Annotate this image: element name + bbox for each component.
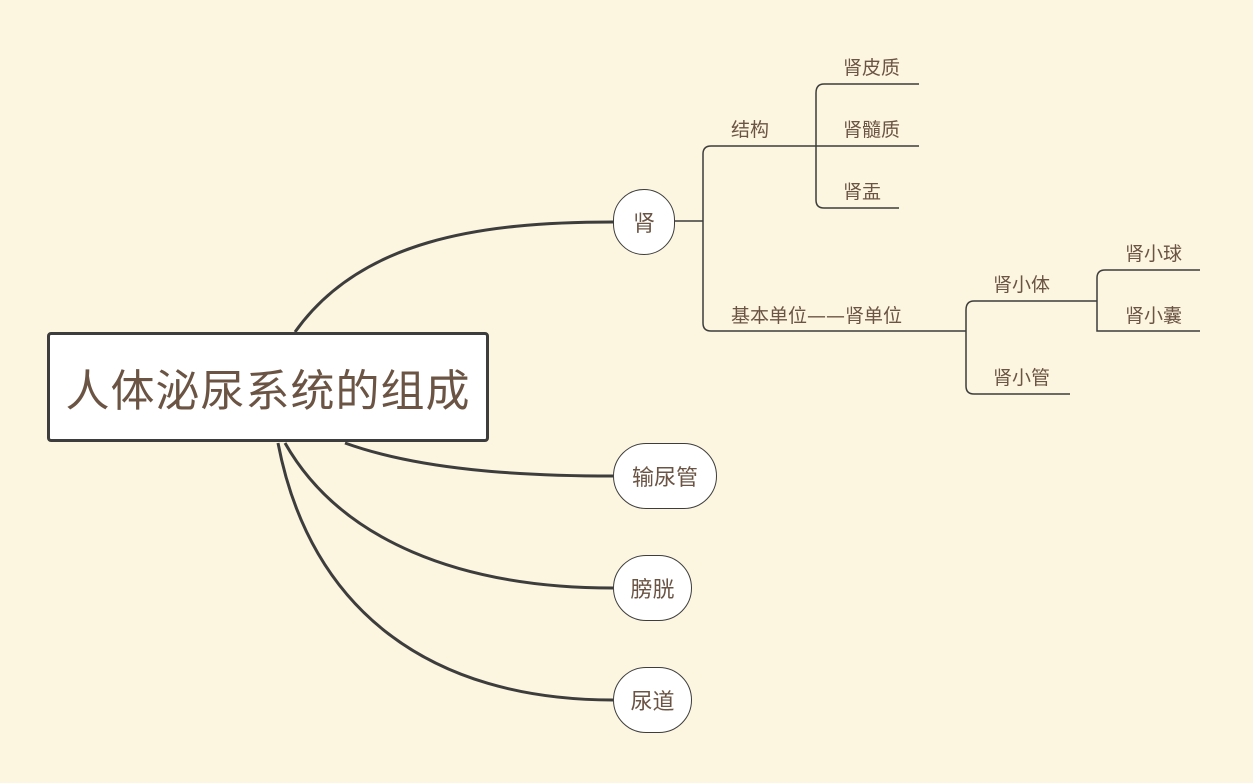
subtopic-renal-cortex[interactable]: 肾皮质 bbox=[843, 57, 901, 79]
subtopic-glomerulus[interactable]: 肾小球 bbox=[1125, 243, 1183, 265]
topic-kidney-label: 肾 bbox=[632, 212, 655, 237]
subtopic-basic-unit[interactable]: 基本单位——肾单位 bbox=[731, 305, 903, 327]
link-root-bladder bbox=[283, 442, 614, 590]
central-topic-label: 人体泌尿系统的组成 bbox=[65, 366, 471, 417]
subtopic-renal-tubule[interactable]: 肾小管 bbox=[993, 367, 1051, 389]
central-topic[interactable]: 人体泌尿系统的组成 bbox=[47, 332, 489, 442]
link-kidney-bracket bbox=[675, 145, 966, 332]
topic-ureter-label: 输尿管 bbox=[631, 466, 698, 491]
subtopic-bowmans-capsule[interactable]: 肾小囊 bbox=[1125, 305, 1183, 327]
link-corpuscle-children bbox=[1068, 269, 1200, 332]
link-unit-children bbox=[965, 300, 1070, 395]
topic-urethra[interactable]: 尿道 bbox=[613, 667, 692, 733]
topic-bladder-label: 膀胱 bbox=[630, 578, 675, 603]
subtopic-renal-medulla[interactable]: 肾髓质 bbox=[843, 119, 901, 141]
topic-ureter[interactable]: 输尿管 bbox=[613, 443, 717, 509]
topic-urethra-label: 尿道 bbox=[630, 690, 675, 715]
link-root-urethra bbox=[276, 442, 614, 702]
link-root-kidney bbox=[293, 220, 614, 333]
subtopic-renal-corpuscle[interactable]: 肾小体 bbox=[993, 274, 1051, 296]
subtopic-structure[interactable]: 结构 bbox=[731, 119, 770, 141]
link-root-ureter bbox=[344, 441, 614, 478]
subtopic-renal-pelvis[interactable]: 肾盂 bbox=[843, 181, 882, 203]
topic-kidney[interactable]: 肾 bbox=[613, 189, 675, 255]
link-structure-children bbox=[786, 83, 919, 209]
topic-bladder[interactable]: 膀胱 bbox=[613, 555, 692, 621]
